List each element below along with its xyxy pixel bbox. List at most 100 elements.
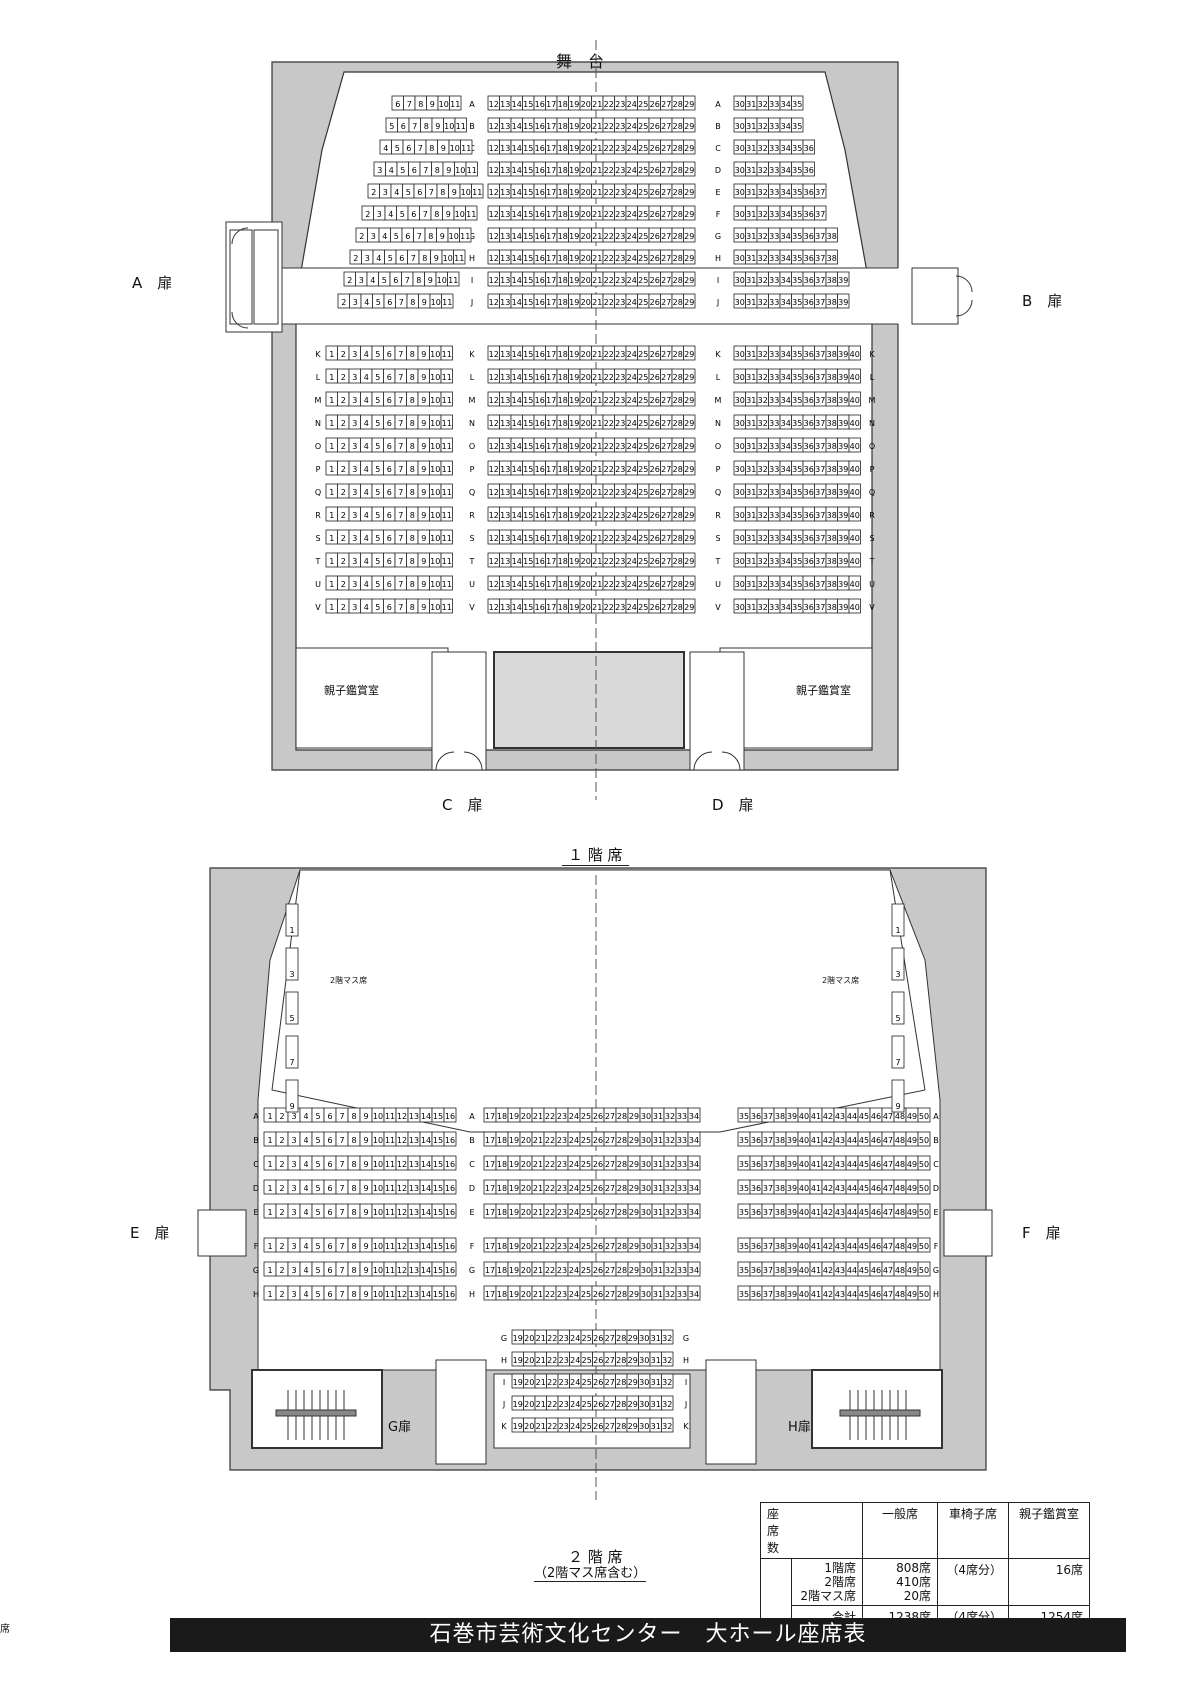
seat-number: 30 xyxy=(735,511,745,520)
seat-number: 28 xyxy=(673,188,683,197)
seat-number: 24 xyxy=(627,298,637,307)
seat-number: 27 xyxy=(661,210,671,219)
seat-number: 15 xyxy=(433,1208,443,1217)
seat-number: 26 xyxy=(650,373,660,382)
seat-number: 5 xyxy=(376,298,381,307)
seat-number: 12 xyxy=(489,350,499,359)
seat-number: 17 xyxy=(485,1242,495,1251)
seat-number: 24 xyxy=(627,534,637,543)
seat-number: 14 xyxy=(421,1290,431,1299)
seat-number: 17 xyxy=(485,1266,495,1275)
seat-number: 24 xyxy=(627,254,637,263)
seat-number: 26 xyxy=(593,1266,603,1275)
seat-number: 37 xyxy=(815,254,825,263)
seat-number: 46 xyxy=(871,1136,881,1145)
seat-number: 15 xyxy=(523,580,533,589)
seat-number: 36 xyxy=(804,488,814,497)
seat-number: 5 xyxy=(375,442,380,451)
seat-number: 10 xyxy=(373,1184,383,1193)
seat-number: 40 xyxy=(850,350,860,359)
right-seat xyxy=(917,1107,931,1123)
center-seat xyxy=(687,1107,701,1123)
seat-number: 8 xyxy=(351,1112,356,1121)
seat-number: 32 xyxy=(758,254,768,263)
seat-number: 11 xyxy=(442,396,452,405)
seat-number: 14 xyxy=(512,442,522,451)
row-letter: A xyxy=(933,1112,939,1121)
seat-number: 36 xyxy=(804,557,814,566)
seat-number: 10 xyxy=(430,465,440,474)
seat-number: 35 xyxy=(792,232,802,241)
seat-number: 4 xyxy=(364,603,369,612)
seat-number: 24 xyxy=(627,580,637,589)
seat-number: 28 xyxy=(617,1208,627,1217)
seat-number: 49 xyxy=(907,1112,917,1121)
seat-number: 28 xyxy=(673,122,683,131)
right-seat xyxy=(791,117,804,133)
seat-number: 6 xyxy=(387,298,392,307)
seat-number: 26 xyxy=(650,298,660,307)
seat-number: 30 xyxy=(735,254,745,263)
seat-number: 22 xyxy=(604,122,614,131)
seat-number: 27 xyxy=(661,350,671,359)
seat-number: 29 xyxy=(629,1112,639,1121)
right-seat xyxy=(848,483,861,499)
seat-number: 2 xyxy=(341,511,346,520)
seat-number: 10 xyxy=(430,534,440,543)
seat-number: 4 xyxy=(364,442,369,451)
seat-number: 34 xyxy=(689,1160,699,1169)
seat-number: 4 xyxy=(364,511,369,520)
left-seat xyxy=(440,598,453,614)
door-f-label: F 扉 xyxy=(1022,1224,1061,1242)
seat-number: 22 xyxy=(604,350,614,359)
seat-number: 36 xyxy=(804,254,814,263)
seat-number: 9 xyxy=(363,1266,368,1275)
row-letter: C xyxy=(253,1160,259,1169)
left-seat xyxy=(443,1155,457,1171)
seat-number: 38 xyxy=(827,557,837,566)
row-letter: H xyxy=(469,1290,475,1299)
seat-number: 18 xyxy=(497,1208,507,1217)
row-letter: K xyxy=(315,350,321,359)
center-seat xyxy=(683,345,696,361)
seat-number: 3 xyxy=(291,1290,296,1299)
seat-number: 41 xyxy=(811,1242,821,1251)
seat-number: 42 xyxy=(823,1266,833,1275)
seat-number: 16 xyxy=(535,580,545,589)
seat-number: 34 xyxy=(781,534,791,543)
seat-number: 50 xyxy=(919,1112,929,1121)
seat-number: 11 xyxy=(448,276,458,285)
seat-number: 21 xyxy=(592,350,602,359)
seat-number: 36 xyxy=(804,210,814,219)
seat-number: 23 xyxy=(615,166,625,175)
row-letter: V xyxy=(869,603,875,612)
seat-number: 27 xyxy=(661,488,671,497)
seat-number: 24 xyxy=(569,1136,579,1145)
left-seat xyxy=(465,205,478,221)
row-letter: G xyxy=(469,1266,475,1275)
left-seat xyxy=(440,368,453,384)
center-seat xyxy=(683,183,696,199)
seat-number: 9 xyxy=(421,580,426,589)
seat-number: 29 xyxy=(684,396,694,405)
seat-number: 4 xyxy=(383,144,388,153)
seat-number: 19 xyxy=(569,603,579,612)
seat-number: 42 xyxy=(823,1136,833,1145)
right-seat xyxy=(814,183,827,199)
seat-number: 17 xyxy=(546,442,556,451)
seat-number: 20 xyxy=(581,534,591,543)
seat-number: 25 xyxy=(581,1242,591,1251)
row-letter: E xyxy=(253,1208,258,1217)
seat-number: 3 xyxy=(352,534,357,543)
seat-number: 29 xyxy=(684,465,694,474)
seat-number: 6 xyxy=(327,1112,332,1121)
seat-number: 20 xyxy=(581,210,591,219)
seat-number: 9 xyxy=(428,276,433,285)
seat-number: 30 xyxy=(641,1266,651,1275)
seat-number: 11 xyxy=(385,1160,395,1169)
seat-number: 50 xyxy=(919,1242,929,1251)
seat-number: 7 xyxy=(339,1136,344,1145)
seat-number: 26 xyxy=(593,1400,603,1409)
row-letter: H xyxy=(501,1356,507,1365)
seat-number: 26 xyxy=(650,465,660,474)
